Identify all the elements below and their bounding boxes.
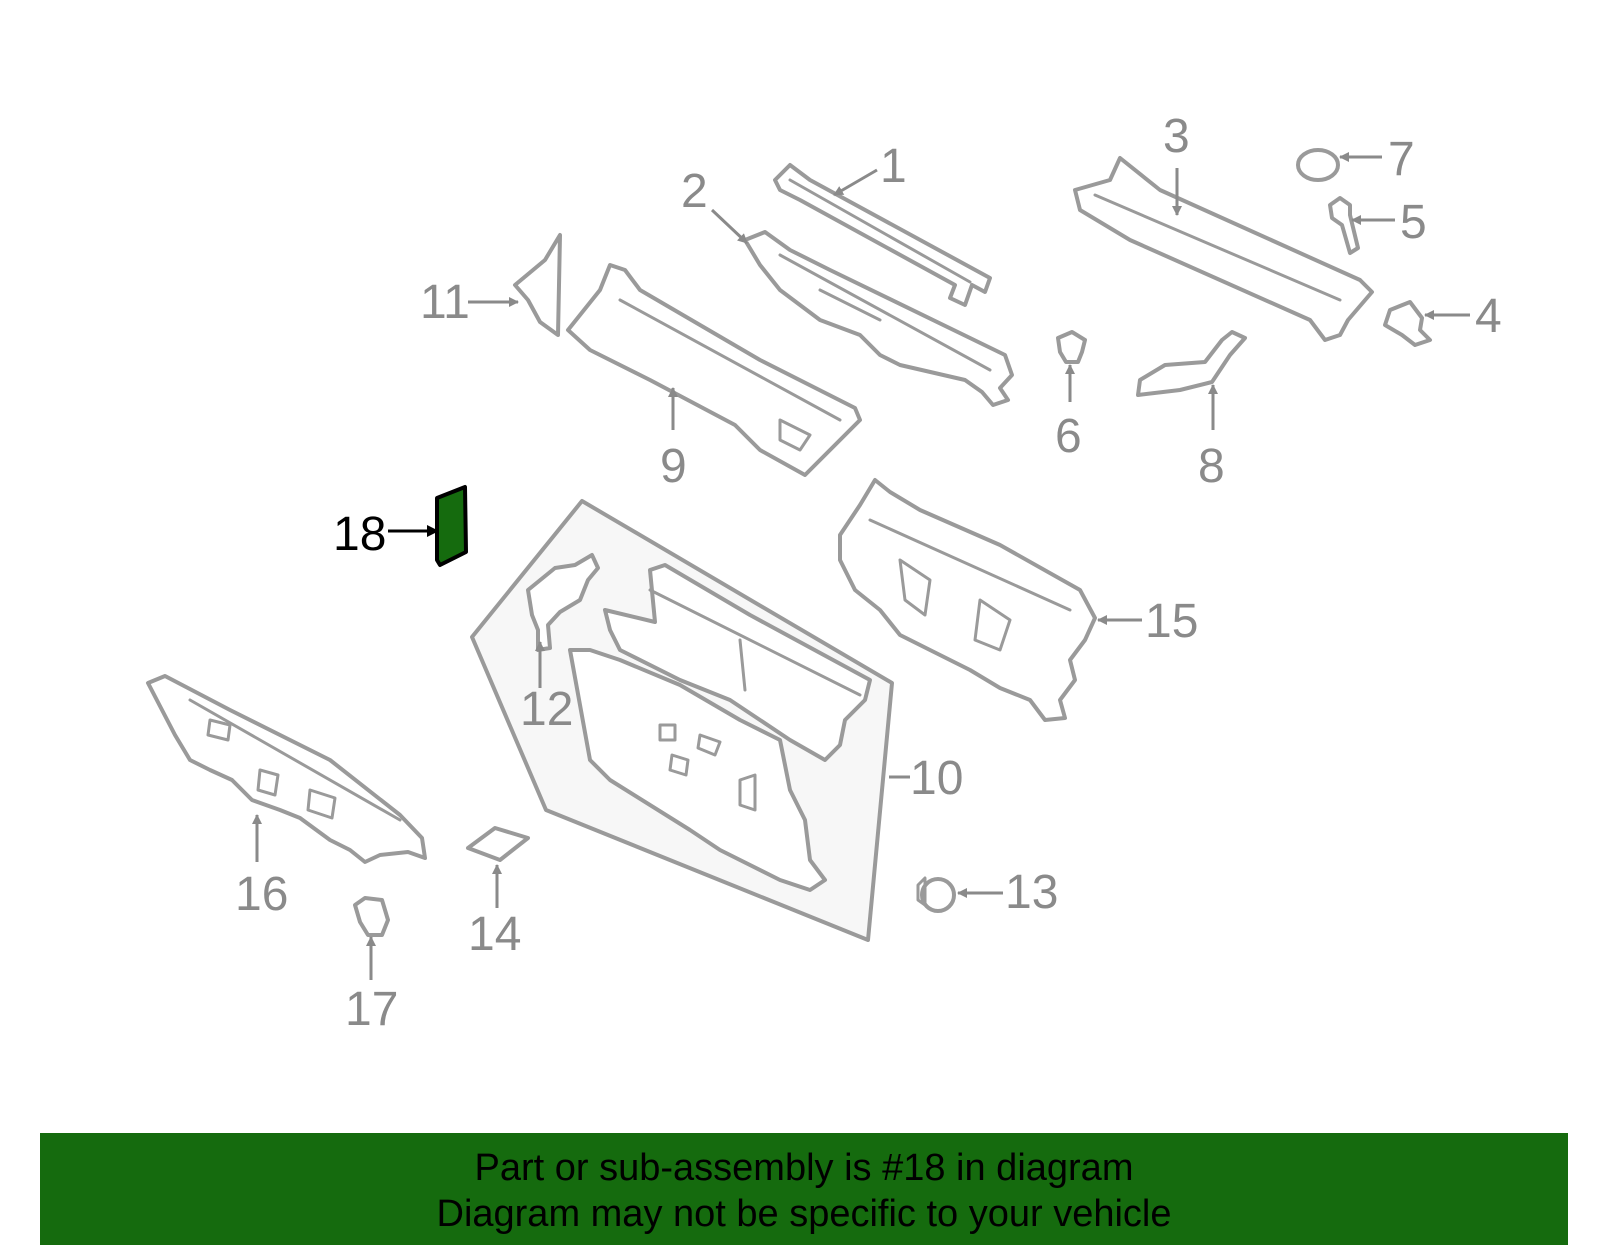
part-10-firewall-assembly	[470, 499, 894, 942]
banner-line-1: Part or sub-assembly is #18 in diagram	[474, 1147, 1134, 1189]
callout-18[interactable]: 18	[333, 508, 386, 561]
callout-6[interactable]: 6	[1055, 410, 1082, 463]
part-3-cowl-panel	[1073, 156, 1374, 342]
part-9-dash-upper	[566, 263, 862, 477]
callout-4[interactable]: 4	[1475, 290, 1502, 343]
leaders	[252, 152, 1470, 980]
callouts: 1 2 3 4 5 6 7 8 9 10 11 12 13 14 15 16 1…	[235, 110, 1502, 1036]
callout-11[interactable]: 11	[420, 276, 470, 329]
part-2-cowl-grille	[743, 230, 1014, 407]
callout-13[interactable]: 13	[1005, 866, 1058, 919]
callout-17[interactable]: 17	[345, 983, 398, 1036]
callout-3[interactable]: 3	[1163, 110, 1190, 163]
part-1-cowl-panel	[773, 163, 992, 307]
callout-16[interactable]: 16	[235, 868, 288, 921]
part-15-dash-panel	[838, 478, 1097, 722]
callout-1[interactable]: 1	[880, 140, 907, 193]
part-18-highlighted[interactable]	[435, 485, 468, 567]
callout-12[interactable]: 12	[520, 683, 573, 736]
part-11-bracket	[513, 233, 562, 337]
callout-10[interactable]: 10	[910, 752, 963, 805]
callout-5[interactable]: 5	[1400, 196, 1427, 249]
callout-8[interactable]: 8	[1198, 440, 1225, 493]
part-4-clip	[1383, 300, 1432, 347]
part-5-push-pin	[1328, 196, 1360, 255]
part-16-insulator	[146, 674, 427, 864]
callout-15[interactable]: 15	[1145, 595, 1198, 648]
part-12-bracket	[526, 553, 600, 652]
callout-9[interactable]: 9	[660, 440, 687, 493]
part-13-grommet	[916, 876, 956, 913]
callout-7[interactable]: 7	[1388, 133, 1415, 186]
part-7-cap	[1296, 148, 1340, 182]
part-17-clip	[353, 896, 390, 937]
part-6-screw	[1056, 330, 1087, 364]
part-14-pad	[466, 826, 530, 862]
part-8-bracket	[1136, 330, 1247, 397]
callout-2[interactable]: 2	[681, 165, 708, 218]
callout-14[interactable]: 14	[468, 908, 521, 961]
info-banner: Part or sub-assembly is #18 in diagram D…	[40, 1133, 1568, 1245]
banner-line-2: Diagram may not be specific to your vehi…	[436, 1193, 1172, 1235]
